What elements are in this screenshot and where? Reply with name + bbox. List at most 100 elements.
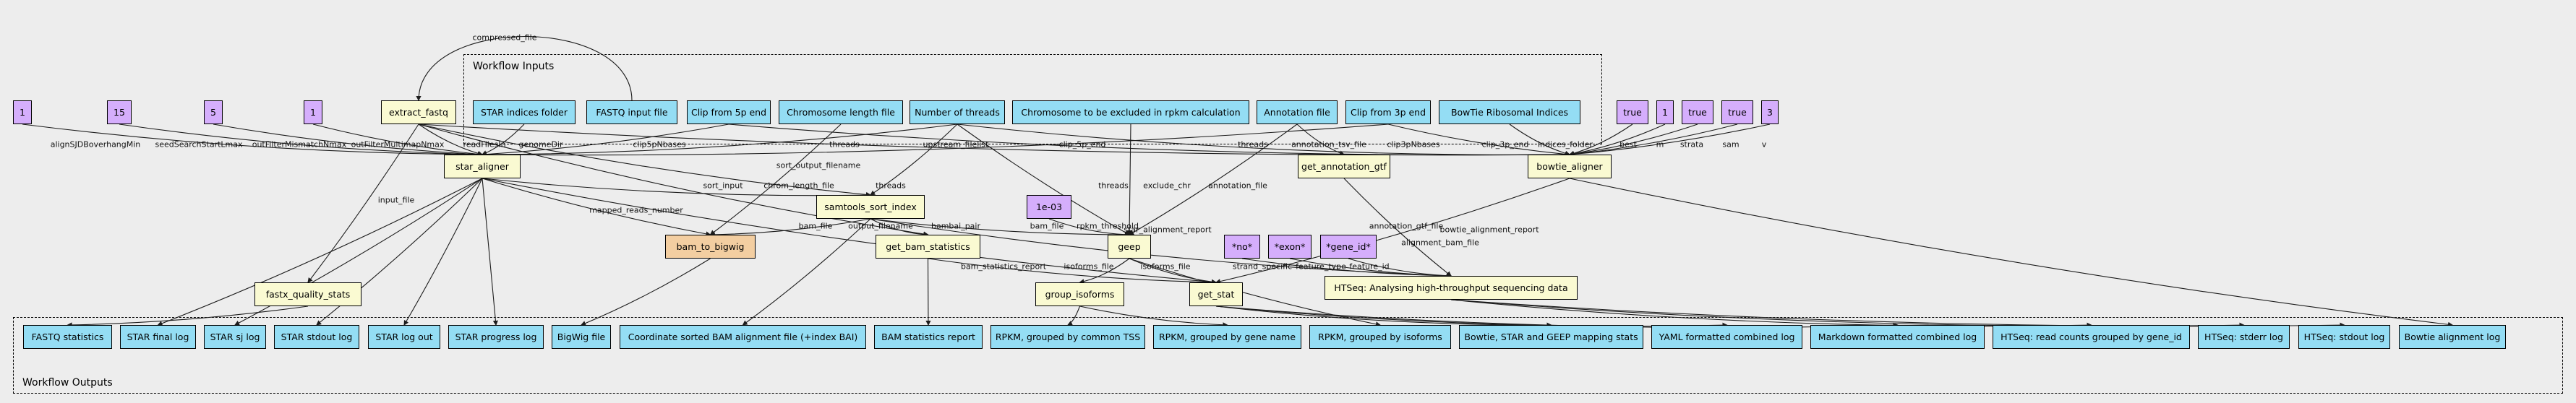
output-node-o_rpkm_gene[interactable]: RPKM, grouped by gene name [1153, 325, 1301, 349]
default-node-d_sjdb[interactable]: 1 [13, 100, 32, 124]
step-node-get_bam_statistics[interactable]: get_bam_statistics [876, 235, 980, 259]
output-node-o_rpkm_tss[interactable]: RPKM, grouped by common TSS [990, 325, 1145, 349]
edge-get_bam_statistics-to-o_bam_stats [925, 258, 931, 326]
output-node-o_rpkm_iso[interactable]: RPKM, grouped by isoforms [1309, 325, 1451, 349]
edge-in_annot-to-get_annotation_gtf [1296, 124, 1345, 156]
output-node-o_stat_tsv[interactable]: Bowtie, STAR and GEEP mapping stats [1459, 325, 1643, 349]
edge-htseq_count-to-o_htseq_counts [1450, 299, 2092, 328]
output-node-o_sorted_bam[interactable]: Coordinate sorted BAM alignment file (+i… [620, 325, 866, 349]
edge-get_stat-to-o_stat_tsv [1215, 306, 1552, 328]
default-node-d_rpkm[interactable]: 1e-03 [1027, 195, 1071, 219]
edge-star_aligner-to-o_star_final [157, 178, 483, 326]
edge-label-annotation_gtf_file: annotation_gtf_file [1369, 221, 1444, 231]
step-node-fastx_quality_stats[interactable]: fastx_quality_stats [254, 282, 361, 306]
output-node-o_star_stdout[interactable]: STAR stdout log [274, 325, 359, 349]
step-node-get_stat[interactable]: get_stat [1189, 282, 1243, 306]
default-node-d_feature_type[interactable]: *exon* [1268, 235, 1311, 259]
edge-label-clip_3p_end: clip_3p_end [1481, 139, 1529, 150]
output-node-o_bam_stats[interactable]: BAM statistics report [874, 325, 983, 349]
output-node-o_star_final[interactable]: STAR final log [120, 325, 196, 349]
output-node-o_fastx[interactable]: FASTQ statistics [23, 325, 112, 349]
step-node-geep[interactable]: geep [1108, 235, 1151, 259]
edge-label-v: v [1761, 139, 1767, 150]
edge-d_v-to-bowtie_aligner [1568, 124, 1771, 157]
edge-d_sjdb-to-star_aligner [22, 124, 484, 157]
default-node-d_multimap[interactable]: 1 [304, 100, 322, 124]
edge-d_multimap-to-star_aligner [312, 124, 484, 157]
output-node-o_star_logout[interactable]: STAR log out [368, 325, 440, 349]
input-node-in_fastq[interactable]: FASTQ input file [586, 100, 677, 124]
input-node-in_clip3p[interactable]: Clip from 3p end [1345, 100, 1431, 124]
edge-label-sam: sam [1722, 139, 1740, 150]
input-node-in_exclchr[interactable]: Chromosome to be excluded in rpkm calcul… [1012, 100, 1249, 124]
step-node-htseq_count[interactable]: HTSeq: Analysing high-throughput sequenc… [1325, 276, 1578, 300]
default-node-d_feature_id[interactable]: *gene_id* [1320, 235, 1377, 259]
input-node-in_clip5p[interactable]: Clip from 5p end [687, 100, 771, 124]
edge-d_rpkm-to-geep [1048, 218, 1131, 238]
default-node-d_v[interactable]: 3 [1761, 100, 1779, 124]
edge-label-annotation_tsv_file: annotation_tsv_file [1291, 139, 1366, 150]
subworkflow-node-bam_to_bigwig[interactable]: bam_to_bigwig [665, 235, 756, 259]
default-node-d_sam[interactable]: true [1721, 100, 1753, 124]
output-node-o_star_sj[interactable]: STAR sj log [204, 325, 266, 349]
output-node-o_htseq_stderr[interactable]: HTSeq: stderr log [2198, 325, 2290, 349]
edge-label-star_alignment_report: star_alignment_report [1124, 225, 1212, 235]
edge-label-feature_id: feature_id [1349, 261, 1390, 272]
workflow-outputs-group: Workflow Outputs [13, 317, 2563, 394]
output-node-o_bigwig[interactable]: BigWig file [552, 325, 611, 349]
default-node-d_mismatch[interactable]: 5 [204, 100, 223, 124]
edge-geep-to-group_isoforms [1079, 258, 1130, 285]
edge-label-best: best [1619, 139, 1637, 150]
output-node-o_star_progress[interactable]: STAR progress log [448, 325, 544, 349]
edge-label-clip5pNbases: clip5pNbases [633, 139, 686, 150]
edge-label-mapped_reads_number: mapped_reads_number [589, 205, 683, 215]
edge-label-isoforms_file: isoforms_file [1064, 261, 1114, 272]
output-node-o_bowtie_log[interactable]: Bowtie alignment log [2399, 325, 2506, 349]
edge-label-rpkm_threshold: rpkm_threshold [1077, 221, 1139, 231]
edge-label-strata: strata [1679, 139, 1704, 150]
edge-label-bam_file: bam_file [798, 221, 833, 231]
default-node-d_strand[interactable]: *no* [1224, 235, 1260, 259]
edge-d_strata-to-bowtie_aligner [1568, 124, 1698, 157]
default-node-d_strata[interactable]: true [1682, 100, 1713, 124]
edge-label-seedSearchStartLmax: seedSearchStartLmax [155, 139, 243, 150]
edge-label-sort_input: sort_input [703, 181, 743, 191]
output-node-o_stat_yaml[interactable]: YAML formatted combined log [1651, 325, 1802, 349]
step-node-extract_fastq[interactable]: extract_fastq [381, 100, 456, 124]
output-node-o_htseq_counts[interactable]: HTSeq: read counts grouped by gene_id [1993, 325, 2190, 349]
input-node-in_threads[interactable]: Number of threads [910, 100, 1005, 124]
step-node-star_aligner[interactable]: star_aligner [444, 155, 521, 178]
edge-label-m: m [1656, 139, 1664, 150]
input-node-in_annot[interactable]: Annotation file [1257, 100, 1338, 124]
edge-label-indices_folder: indices_folder [1537, 139, 1593, 150]
step-node-group_isoforms[interactable]: group_isoforms [1035, 282, 1124, 306]
edge-in_clip3p-to-star_aligner [481, 124, 1389, 157]
edge-d_best-to-bowtie_aligner [1568, 124, 1633, 156]
edge-star_aligner-to-bam_to_bigwig [482, 178, 711, 237]
edge-samtools_sort_index-to-o_sorted_bam [742, 218, 871, 326]
edge-in_clip5p-to-bowtie_aligner [728, 124, 1571, 157]
input-node-in_bowtie_idx[interactable]: BowTie Ribosomal Indices [1439, 100, 1580, 124]
default-node-d_best[interactable]: true [1617, 100, 1648, 124]
edge-label-strand_specific: strand_specific [1232, 261, 1293, 272]
output-node-o_htseq_stdout[interactable]: HTSeq: stdout log [2298, 325, 2390, 349]
edge-htseq_count-to-o_htseq_stderr [1450, 299, 2245, 328]
default-node-d_m[interactable]: 1 [1656, 100, 1674, 124]
edge-in_threads-to-samtools_sort_index [870, 124, 958, 196]
edge-in_fastq-to-extract_fastq [416, 35, 633, 102]
input-node-in_star_indices[interactable]: STAR indices folder [473, 100, 575, 124]
edge-label-isoforms_file: isoforms_file [1140, 261, 1191, 272]
step-node-samtools_sort_index[interactable]: samtools_sort_index [816, 195, 925, 219]
edge-label-threads: threads [1098, 181, 1129, 191]
default-node-d_seed[interactable]: 15 [107, 100, 132, 124]
edge-get_annotation_gtf-to-htseq_count [1343, 178, 1452, 277]
step-node-get_annotation_gtf[interactable]: get_annotation_gtf [1298, 155, 1390, 178]
edge-bowtie_aligner-to-o_bowtie_log [1569, 178, 2454, 327]
output-node-o_stat_md[interactable]: Markdown formatted combined log [1810, 325, 1985, 349]
input-node-in_chrlen[interactable]: Chromosome length file [779, 100, 903, 124]
edge-in_threads-to-star_aligner [481, 124, 958, 157]
edge-label-readFilesIn: readFilesIn [463, 139, 506, 150]
step-node-bowtie_aligner[interactable]: bowtie_aligner [1528, 155, 1612, 178]
edge-in_threads-to-geep [957, 124, 1130, 235]
edge-in_chrlen-to-bam_to_bigwig [709, 124, 842, 235]
